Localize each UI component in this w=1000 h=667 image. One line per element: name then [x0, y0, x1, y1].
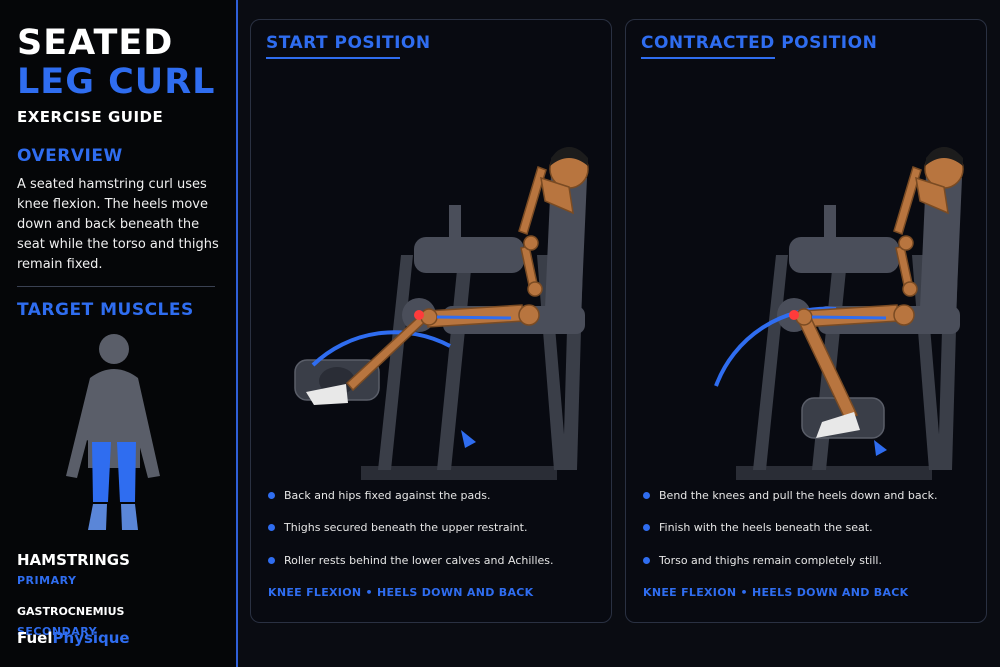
panel-footer: KNEE FLEXION • HEELS DOWN AND BACK	[643, 586, 909, 599]
bullet-item: Thighs secured beneath the upper restrai…	[268, 521, 527, 534]
bullet-text: Bend the knees and pull the heels down a…	[659, 489, 938, 502]
brand-part-2: Physique	[52, 629, 130, 647]
target-muscles-heading: TARGET MUSCLES	[17, 300, 194, 320]
sidebar-border	[236, 0, 238, 667]
brand-part-1: Fuel	[17, 629, 53, 647]
panel-start-position: START POSITION Back and hi	[250, 19, 612, 623]
bullet-dot	[643, 491, 650, 499]
bullet-item: Roller rests behind the lower calves and…	[268, 554, 554, 567]
bullet-dot	[643, 523, 650, 531]
panel-footer: KNEE FLEXION • HEELS DOWN AND BACK	[268, 586, 534, 599]
panel-title: CONTRACTED POSITION	[641, 33, 878, 53]
panel-title-underline	[266, 57, 400, 59]
bullet-item: Back and hips fixed against the pads.	[268, 489, 491, 502]
contracted-position-illustration	[714, 147, 964, 480]
muscle-name-primary: HAMSTRINGS	[17, 551, 130, 569]
subtitle: EXERCISE GUIDE	[17, 108, 164, 126]
panel-contracted-position: CONTRACTED POSITION Bend the kn	[625, 19, 987, 623]
bullet-item: Bend the knees and pull the heels down a…	[643, 489, 938, 502]
muscle-name-secondary: GASTROCNEMIUS	[17, 605, 125, 618]
bullet-dot	[643, 556, 650, 564]
brand-logo: FuelPhysique	[17, 629, 130, 647]
sidebar-divider	[17, 286, 215, 287]
bullet-text: Back and hips fixed against the pads.	[284, 489, 491, 502]
overview-text: A seated hamstring curl uses knee flexio…	[17, 177, 219, 272]
sidebar: SEATED LEG CURL EXERCISE GUIDE OVERVIEW …	[0, 0, 236, 667]
bullet-dot	[268, 556, 275, 564]
title-line-2: LEG CURL	[17, 62, 216, 102]
bullet-text: Torso and thighs remain completely still…	[659, 554, 882, 567]
bullet-dot	[268, 523, 275, 531]
bullet-item: Finish with the heels beneath the seat.	[643, 521, 873, 534]
panel-title: START POSITION	[266, 33, 431, 53]
muscle-role-primary: PRIMARY	[17, 574, 77, 587]
bullet-dot	[268, 491, 275, 499]
bullet-text: Thighs secured beneath the upper restrai…	[284, 521, 528, 534]
bullet-text: Roller rests behind the lower calves and…	[284, 554, 554, 567]
body-figure-icon	[66, 334, 160, 530]
panel-title-underline	[641, 57, 775, 59]
overview-heading: OVERVIEW	[17, 146, 123, 166]
start-position-illustration	[294, 147, 589, 480]
title-line-1: SEATED	[17, 23, 174, 63]
bullet-text: Finish with the heels beneath the seat.	[659, 521, 873, 534]
bullet-item: Torso and thighs remain completely still…	[643, 554, 882, 567]
muscle-role-secondary: SECONDARY	[17, 625, 98, 638]
